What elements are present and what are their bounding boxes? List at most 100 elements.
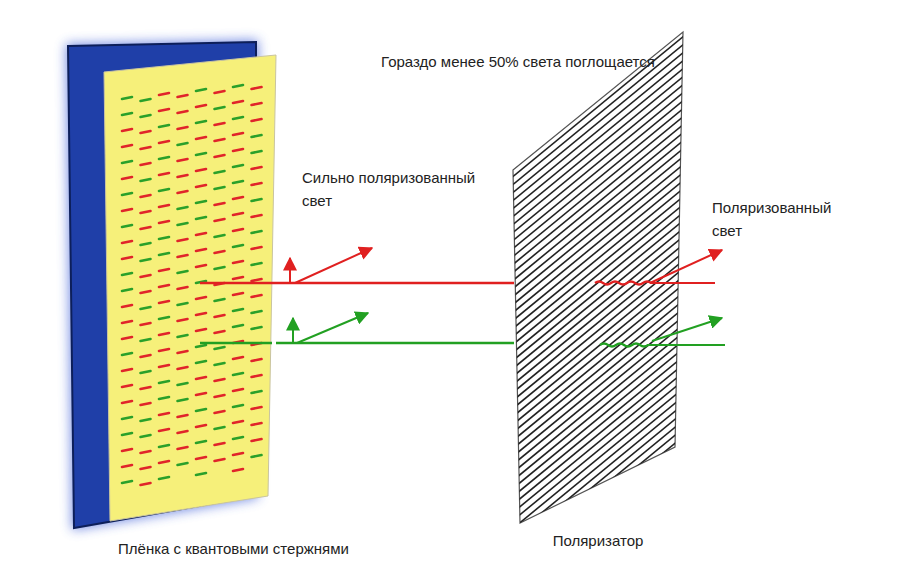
quantum-rod <box>252 215 262 217</box>
quantum-rod <box>215 459 225 461</box>
polarizer-stripe <box>505 135 690 287</box>
polarizer-grid <box>505 0 690 574</box>
green-beam-out <box>600 344 725 347</box>
quantum-rod <box>196 345 206 347</box>
quantum-rod <box>233 405 243 407</box>
quantum-rod <box>233 117 243 119</box>
quantum-rod <box>141 419 151 421</box>
polarizer: Поляризатор <box>513 32 683 523</box>
quantum-rod <box>196 217 206 219</box>
quantum-rod <box>233 197 243 199</box>
quantum-rod <box>178 351 188 353</box>
quantum-rod <box>178 223 188 225</box>
polarization-arrow <box>297 313 368 343</box>
quantum-rod <box>233 85 243 87</box>
polarizer-stripe <box>505 279 690 431</box>
polarizer-stripe <box>505 247 690 399</box>
polarizer-stripe <box>505 95 690 247</box>
polarizer-stripe <box>505 479 690 574</box>
quantum-rod <box>178 95 188 97</box>
quantum-rod <box>233 421 243 423</box>
quantum-rod <box>178 159 188 161</box>
quantum-rod <box>159 477 169 479</box>
quantum-rod <box>141 307 151 309</box>
polarizer-stripe <box>505 239 690 391</box>
polarizer-stripe <box>505 407 690 559</box>
quantum-rod <box>141 163 151 165</box>
quantum-rod <box>233 469 243 471</box>
quantum-rod <box>233 309 243 311</box>
quantum-rod <box>159 125 169 127</box>
quantum-rod <box>178 463 188 465</box>
quantum-rod <box>178 143 188 145</box>
polarizer-stripe <box>505 175 690 327</box>
polarization-arrow <box>652 318 722 341</box>
polarizer-stripe <box>505 431 690 574</box>
red-beam <box>200 282 276 285</box>
quantum-rod <box>122 97 132 99</box>
quantum-rod <box>215 299 225 301</box>
quantum-rod <box>122 337 132 339</box>
quantum-rod <box>122 321 132 323</box>
quantum-rod <box>196 201 206 203</box>
polarizer-stripe <box>505 15 690 167</box>
quantum-rod <box>141 147 151 149</box>
polarizer-stripe <box>505 423 690 574</box>
quantum-rods <box>122 85 262 485</box>
quantum-rod <box>159 269 169 271</box>
quantum-rod <box>141 435 151 437</box>
beam-label: Сильно поляризованный свет <box>302 166 507 212</box>
quantum-rod <box>215 187 225 189</box>
quantum-rod <box>122 145 132 147</box>
polarizer-stripe <box>505 327 690 479</box>
beam-label: Поляризованный свет <box>712 196 852 242</box>
quantum-rod <box>252 199 262 201</box>
quantum-rod <box>196 89 206 91</box>
quantum-rod <box>252 231 262 233</box>
polarizer-stripe <box>505 463 690 574</box>
quantum-rod <box>233 165 243 167</box>
quantum-rod <box>178 175 188 177</box>
polarizer-stripe <box>505 415 690 567</box>
quantum-rod <box>122 433 132 435</box>
quantum-rod <box>196 153 206 155</box>
quantum-rod <box>159 93 169 95</box>
quantum-rod <box>141 179 151 181</box>
quantum-rod <box>141 115 151 117</box>
quantum-rod <box>252 311 262 313</box>
quantum-rod <box>122 449 132 451</box>
polarizer-stripe <box>505 0 690 95</box>
quantum-rod <box>141 403 151 405</box>
quantum-rod <box>122 209 132 211</box>
quantum-rod <box>233 453 243 455</box>
quantum-rod <box>159 301 169 303</box>
quantum-rod <box>178 271 188 273</box>
polarizer-stripe <box>505 223 690 375</box>
quantum-rod <box>233 229 243 231</box>
quantum-rod <box>178 207 188 209</box>
quantum-rod <box>141 371 151 373</box>
quantum-rod <box>159 109 169 111</box>
quantum-rod <box>141 483 151 485</box>
quantum-rod <box>233 149 243 151</box>
quantum-rod <box>196 105 206 107</box>
quantum-rod <box>122 113 132 115</box>
quantum-rod <box>141 387 151 389</box>
quantum-rod <box>122 273 132 275</box>
quantum-rod <box>122 353 132 355</box>
polarizer-stripe <box>505 439 690 574</box>
polarizer-stripe <box>505 311 690 463</box>
quantum-rod <box>252 119 262 121</box>
quantum-rod <box>196 425 206 427</box>
quantum-rod <box>233 293 243 295</box>
quantum-rod <box>252 183 262 185</box>
polarizer-stripe <box>505 199 690 351</box>
quantum-rod <box>159 397 169 399</box>
quantum-rod <box>159 413 169 415</box>
quantum-rod <box>215 395 225 397</box>
polarizer-stripe <box>505 63 690 215</box>
quantum-rod-film: Плёнка с квантовыми стержнями <box>68 42 276 528</box>
quantum-rod <box>233 325 243 327</box>
polarizer-stripe <box>505 23 690 175</box>
quantum-rod <box>252 423 262 425</box>
